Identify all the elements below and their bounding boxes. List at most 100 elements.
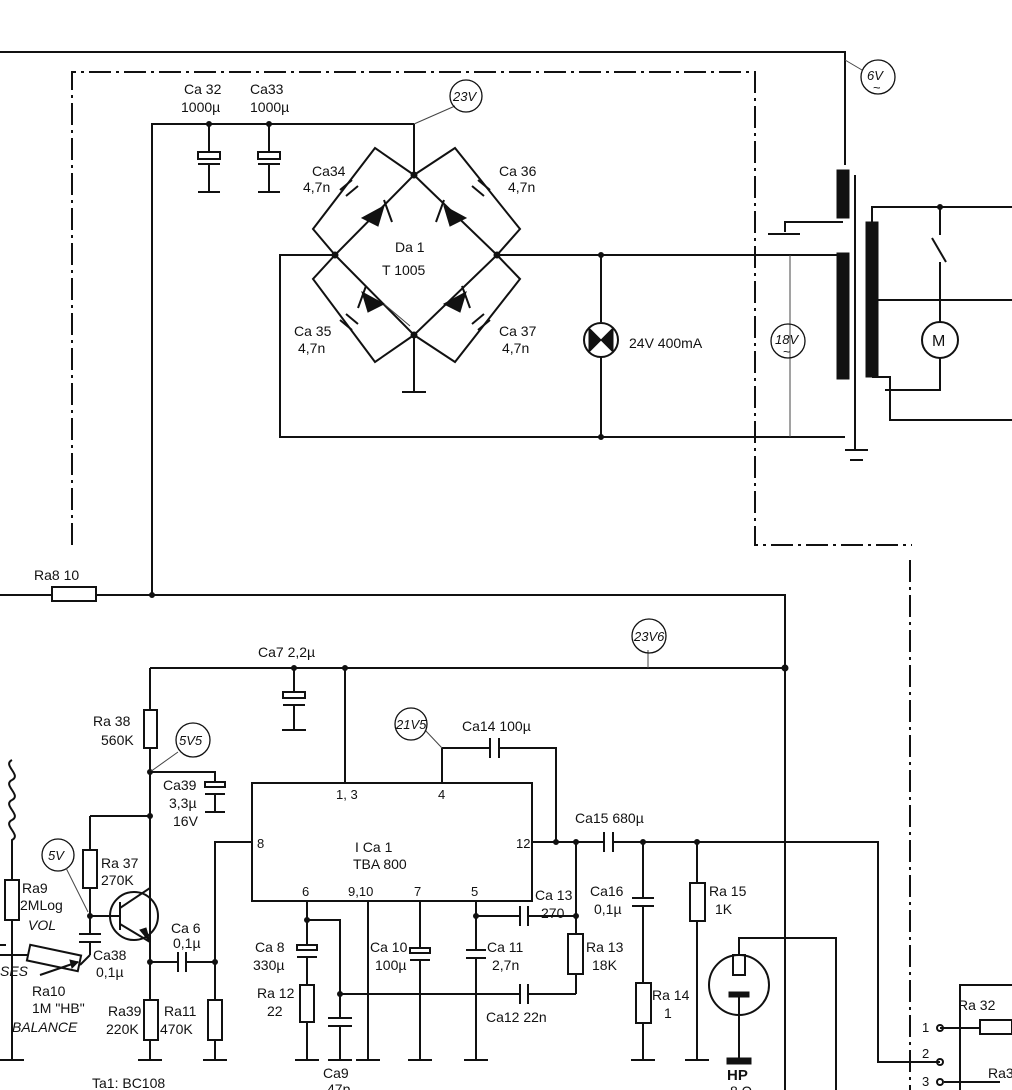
label-ca39-value: 3,3µ	[169, 795, 197, 811]
label-bridge-type: T 1005	[382, 262, 426, 278]
voltage-5v5: 5V5	[179, 733, 203, 748]
voltage-6v: 6V	[867, 68, 884, 83]
label-ca14: Ca14 100µ	[462, 718, 531, 734]
resistor-ra32	[979, 1019, 1012, 1035]
voltage-23v: 23V	[452, 89, 477, 104]
resistor-ra11	[207, 999, 223, 1041]
label-ca39: Ca39	[163, 777, 197, 793]
label-ca38-value: 0,1µ	[96, 964, 124, 980]
ic-pin-8: 8	[257, 836, 264, 851]
transistor-ta1	[90, 868, 159, 943]
label-ra3x: Ra3	[988, 1065, 1012, 1081]
label-ca35: Ca 35	[294, 323, 332, 339]
potentiometer-ra10	[25, 943, 83, 973]
label-ca6-value: 0,1µ	[173, 935, 201, 951]
label-ra37: Ra 37	[101, 855, 139, 871]
label-ca10: Ca 10	[370, 939, 408, 955]
ic-label-name: I Ca 1	[355, 839, 393, 855]
resistor-ra15	[689, 882, 706, 922]
ic-pin-5: 5	[471, 884, 478, 899]
label-ra10-function: BALANCE	[12, 1019, 78, 1035]
label-ta1: Ta1: BC108	[92, 1075, 165, 1090]
label-ca13: Ca 13	[535, 887, 573, 903]
resistor-ra12	[299, 984, 315, 1023]
label-ra13: Ra 13	[586, 939, 624, 955]
bridge-rectifier-da1	[311, 124, 522, 393]
label-ca9: Ca9	[323, 1065, 349, 1081]
label-ca8: Ca 8	[255, 939, 285, 955]
label-ra15-value: 1K	[715, 901, 733, 917]
label-ra32: Ra 32	[958, 997, 996, 1013]
capacitor-ca32	[197, 121, 221, 193]
label-ra13-value: 18K	[592, 957, 618, 973]
voltage-18v: 18V	[775, 332, 799, 347]
label-ra39: Ra39	[108, 1003, 142, 1019]
amplifier-labels: Ra8 10 Ca7 2,2µ Ra 38 560K Ca39 3,3µ 16V…	[0, 567, 1012, 1090]
label-ra9: Ra9	[22, 880, 48, 896]
transformer	[768, 169, 1012, 461]
label-ca15: Ca15 680µ	[575, 810, 644, 826]
ic-pin-9-10: 9,10	[348, 884, 373, 899]
label-ra14-value: 1	[664, 1005, 672, 1021]
label-ca13-value: 270	[541, 905, 565, 921]
power-supply-section	[0, 51, 1012, 1090]
label-ra8: Ra8 10	[34, 567, 79, 583]
speaker-hp	[708, 937, 837, 1090]
capacitor-ca7	[282, 668, 306, 731]
voltage-test-points: 23V 6V ~ 18V ~ 23V6 5V5 21V5 5V	[41, 59, 896, 913]
label-ca33-value: 1000µ	[250, 99, 289, 115]
shield-outline	[71, 71, 912, 546]
label-ca10-value: 100µ	[375, 957, 406, 973]
voltage-5v: 5V	[48, 848, 65, 863]
label-ca16-value: 0,1µ	[594, 901, 622, 917]
resistor-ra8	[51, 586, 97, 602]
label-ca36-value: 4,7n	[508, 179, 535, 195]
label-ca36: Ca 36	[499, 163, 537, 179]
voltage-18v-ac: ~	[783, 344, 791, 359]
label-ca35-value: 4,7n	[298, 340, 325, 356]
ic-label-type: TBA 800	[353, 856, 407, 872]
label-motor: M	[932, 333, 945, 350]
label-lamp: 24V 400mA	[629, 335, 703, 351]
label-ca11-value: 2,7n	[492, 957, 519, 973]
label-ca6: Ca 6	[171, 920, 201, 936]
label-ca8-value: 330µ	[253, 957, 284, 973]
label-ra10-value: 1M "HB"	[32, 1000, 85, 1016]
label-ca33: Ca33	[250, 81, 284, 97]
voltage-21v5: 21V5	[395, 717, 427, 732]
resistor-ra14	[635, 982, 652, 1024]
label-ra11-value: 470K	[160, 1021, 193, 1037]
lamp-indicator	[583, 252, 619, 440]
resistor-ra13	[567, 933, 584, 975]
label-ca37: Ca 37	[499, 323, 537, 339]
label-bridge: Da 1	[395, 239, 425, 255]
label-ca16: Ca16	[590, 883, 624, 899]
resistor-ra38	[143, 709, 158, 749]
ic-pin-1-3: 1, 3	[336, 787, 358, 802]
label-ca34-value: 4,7n	[303, 179, 330, 195]
label-hp: HP	[727, 1067, 748, 1084]
label-ca7: Ca7 2,2µ	[258, 644, 315, 660]
connector-pin-1: 1	[922, 1020, 929, 1035]
label-ra12: Ra 12	[257, 985, 295, 1001]
connector-pin-3: 3	[922, 1074, 929, 1089]
label-ca37-value: 4,7n	[502, 340, 529, 356]
ic-pin-12: 12	[516, 836, 530, 851]
ic-pin-6: 6	[302, 884, 309, 899]
label-ca12: Ca12 22n	[486, 1009, 547, 1025]
amplifier-section	[0, 586, 1012, 1090]
label-ra38: Ra 38	[93, 713, 131, 729]
label-ca34: Ca34	[312, 163, 346, 179]
label-bass-fragment: SES	[0, 963, 29, 979]
label-ra37-value: 270K	[101, 872, 134, 888]
label-ra39-value: 220K	[106, 1021, 139, 1037]
label-hp-value: 8 Ω	[730, 1083, 752, 1090]
connector-pin-2: 2	[922, 1046, 929, 1061]
ic-pin-4: 4	[438, 787, 445, 802]
potentiometer-ra9	[4, 879, 20, 921]
label-ca11: Ca 11	[487, 939, 524, 955]
label-ca39-volt: 16V	[173, 813, 199, 829]
ic-pin-7: 7	[414, 884, 421, 899]
label-ra9-function: VOL	[28, 917, 56, 933]
